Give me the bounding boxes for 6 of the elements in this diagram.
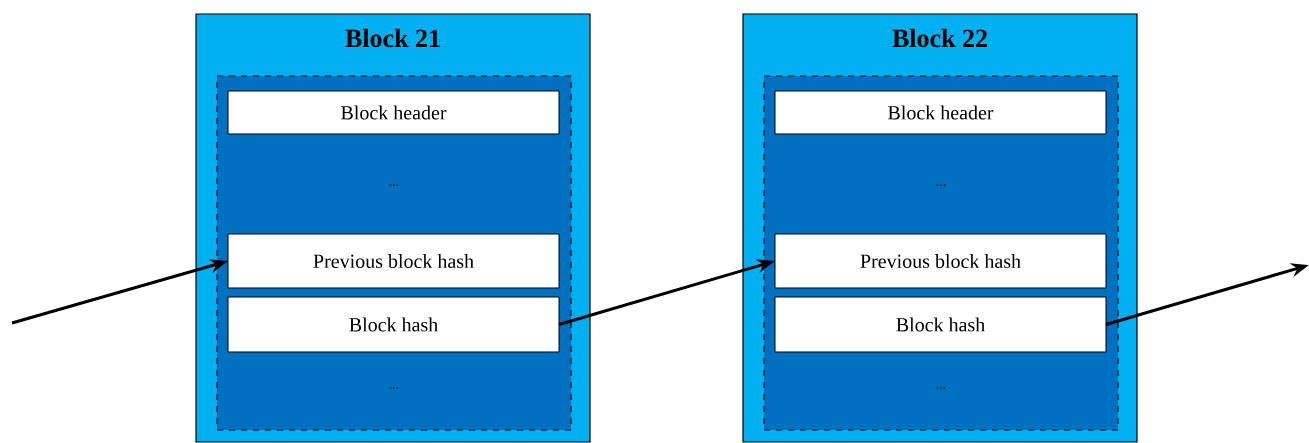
field-box: Block hash — [774, 296, 1107, 353]
field-box: Block header — [774, 90, 1107, 135]
field-box: Previous block hash — [774, 233, 1107, 289]
field-box: Previous block hash — [227, 233, 560, 289]
field-box: Block hash — [227, 296, 560, 353]
field-box: Block header — [227, 90, 560, 135]
